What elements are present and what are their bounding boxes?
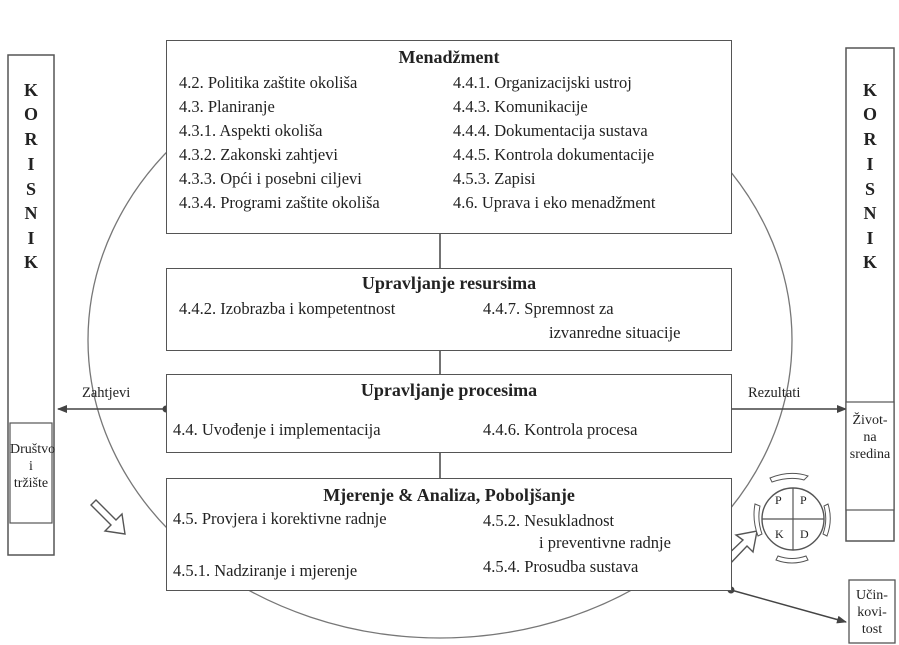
resursi-item: izvanredne situacije (549, 323, 681, 342)
korisnik-right-letter: R (863, 129, 877, 149)
zahtjevi-label: Zahtjevi (82, 385, 131, 401)
korisnik-right-letter: O (862, 104, 877, 124)
menadzment-item: 4.4.5. Kontrola dokumentacije (453, 145, 655, 164)
mjerenje-item: 4.5.1. Nadziranje i mjerenje (173, 561, 358, 580)
mjerenje-item: 4.5.4. Prosudba sustava (483, 557, 639, 576)
resursi-box: Upravljanje resursima 4.4.2. Izobrazba i… (166, 268, 732, 351)
korisnik-left-letter: S (25, 179, 36, 199)
korisnik-right-letter: I (866, 228, 874, 248)
zivotna-line: na (863, 430, 877, 445)
ucinkovitost-line: tost (861, 622, 883, 637)
ucinkovitost-arrow (730, 589, 847, 624)
hollow-arrow-left-icon (90, 499, 126, 535)
korisnik-left-letter: I (27, 228, 35, 248)
drustvo-line: tržište (13, 476, 49, 491)
korisnik-left-letter: O (23, 104, 38, 124)
menadzment-item: 4.4.1. Organizacijski ustroj (453, 73, 632, 92)
menadzment-item: 4.3.4. Programi zaštite okoliša (179, 193, 380, 212)
menadzment-item: 4.4.3. Komunikacije (453, 97, 588, 116)
korisnik-right-letter: I (866, 154, 874, 174)
pdca-letter: P (800, 493, 807, 507)
pdca-letter: P (775, 493, 782, 507)
korisnik-left-letter: K (23, 80, 38, 100)
resursi-title: Upravljanje resursima (361, 273, 537, 293)
menadzment-box: Menadžment 4.2. Politika zaštite okoliša… (166, 40, 732, 234)
pdca-arc-top (769, 472, 809, 483)
korisnik-right-letter: N (863, 203, 877, 223)
pdca-letter: K (775, 527, 784, 541)
menadzment-item: 4.5.3. Zapisi (453, 169, 536, 188)
mjerenje-title: Mjerenje & Analiza, Poboljšanje (323, 485, 575, 505)
zivotna-label: Život- na sredina (846, 412, 894, 463)
korisnik-left-letter: N (24, 203, 38, 223)
mjerenje-item: 4.5. Provjera i korektivne radnje (173, 509, 387, 528)
procesi-title: Upravljanje procesima (360, 380, 538, 400)
pdca-arc-bottom (775, 555, 809, 564)
pdca-arc-right (822, 503, 831, 537)
ucinkovitost-line: kovi- (857, 605, 887, 620)
mjerenje-box: Mjerenje & Analiza, Poboljšanje 4.5. Pro… (166, 478, 732, 591)
drustvo-line: Društvo (10, 442, 56, 457)
zivotna-line: Život- (852, 413, 888, 428)
drustvo-label: Društvo i tržište (10, 441, 56, 492)
menadzment-item: 4.3.3. Opći i posebni ciljevi (179, 169, 362, 188)
menadzment-item: 4.3.2. Zakonski zahtjevi (179, 145, 339, 164)
drustvo-box (9, 422, 53, 524)
rezultati-label: Rezultati (748, 385, 801, 401)
korisnik-left-letter: R (24, 129, 38, 149)
drustvo-line: i (29, 459, 33, 474)
pdca-arc-left (753, 503, 763, 537)
zivotna-box (845, 401, 895, 511)
menadzment-item: 4.4.4. Dokumentacija sustava (453, 121, 648, 140)
procesi-box: Upravljanje procesima 4.4. Uvođenje i im… (166, 374, 732, 453)
korisnik-right-letter: S (864, 179, 875, 199)
korisnik-right-letter: K (862, 252, 877, 272)
korisnik-right-letter: K (862, 80, 877, 100)
ucinkovitost-line: Učin- (856, 588, 888, 603)
menadzment-item: 4.3. Planiranje (179, 97, 275, 116)
zivotna-line: sredina (849, 447, 891, 462)
procesi-item: 4.4.6. Kontrola procesa (483, 420, 638, 439)
menadzment-title: Menadžment (398, 47, 500, 67)
resursi-item: 4.4.2. Izobrazba i kompetentnost (179, 299, 396, 318)
pdca-letter: D (800, 527, 809, 541)
resursi-item: 4.4.7. Spremnost za (483, 299, 614, 318)
ucinkovitost-box (848, 579, 896, 644)
ucinkovitost-label: Učin- kovi- tost (849, 587, 895, 638)
korisnik-left-letter: I (27, 154, 35, 174)
menadzment-item: 4.3.1. Aspekti okoliša (179, 121, 323, 140)
korisnik-left-letter: K (23, 252, 38, 272)
menadzment-item: 4.6. Uprava i eko menadžment (453, 193, 656, 212)
mjerenje-item: i preventivne radnje (539, 533, 671, 552)
mjerenje-item: 4.5.2. Nesukladnost (483, 511, 615, 530)
procesi-item: 4.4. Uvođenje i implementacija (173, 420, 381, 439)
menadzment-item: 4.2. Politika zaštite okoliša (179, 73, 358, 92)
